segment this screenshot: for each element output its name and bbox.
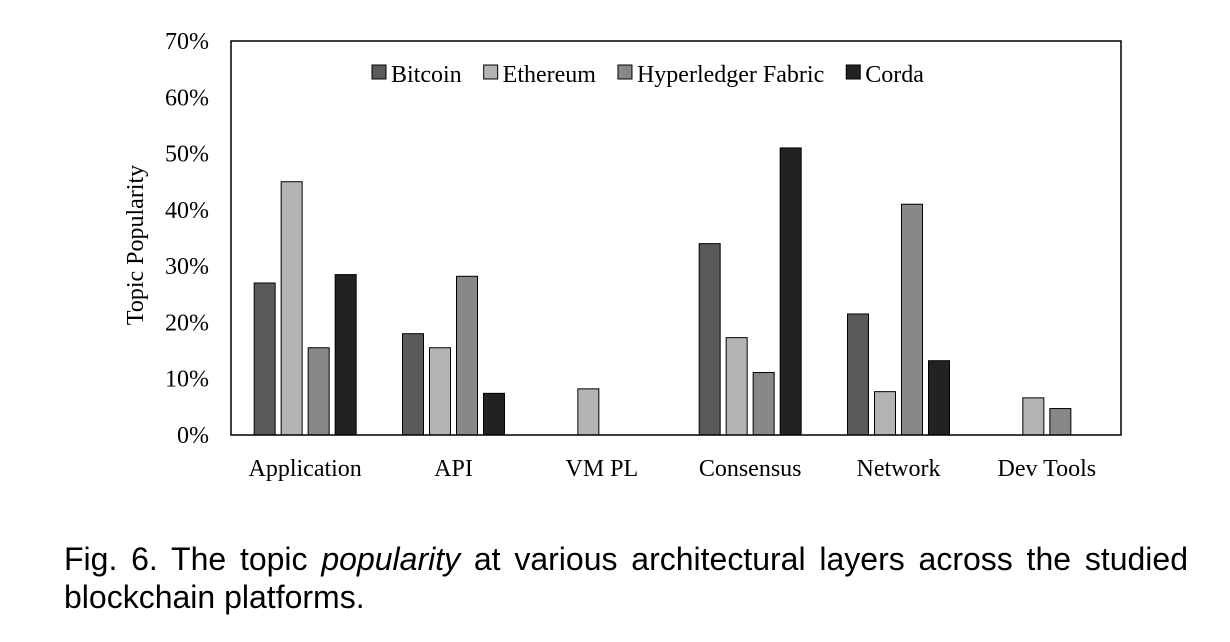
bar [928,360,950,436]
y-axis-title: Topic Popularity [123,165,149,325]
bar [483,392,505,436]
bar [901,203,923,436]
x-tick-label: API [434,456,473,482]
y-tick-label: 10% [165,367,209,393]
legend-label: Ethereum [503,62,597,88]
legend-swatch [371,64,387,80]
y-tick-label: 40% [165,198,209,224]
y-tick-label: 60% [165,85,209,111]
bar [280,181,303,436]
caption-prefix: Fig. 6. The topic [64,541,322,577]
legend-label: Corda [865,62,924,88]
bar [1022,397,1045,436]
x-axis-labels: Application API VM PL Consensus Network Dev T… [249,456,1097,482]
bar [725,337,748,436]
x-tick-label: Application [249,456,362,482]
bar [402,333,424,436]
x-tick-label: VM PL [565,456,638,482]
legend: Bitcoin Ethereum Hyperledger Fabric Corda [371,62,924,88]
bar-chart: 0% 10% 20% 30% 40% 50% 60% 70% Bitcoin Ethereum H… [123,29,1122,482]
bar [779,147,802,436]
figure-caption: Fig. 6. The topic popularity at various … [64,540,1188,616]
bar [752,372,775,436]
bars [253,147,1072,436]
x-tick-label: Dev Tools [998,456,1097,482]
bar [847,313,869,436]
x-tick-label: Consensus [699,456,802,482]
bar [429,347,451,436]
bar [577,388,600,436]
y-tick-label: 70% [165,29,209,55]
x-tick-label: Network [857,456,941,482]
plot-frame [230,40,1122,436]
legend-swatch [483,64,499,80]
y-tick-label: 50% [165,142,209,168]
caption-suffix: at various architectural layers across t… [64,541,1189,615]
bar [253,282,276,436]
legend-swatch [845,64,861,80]
bar [456,275,478,436]
bar [874,391,896,436]
y-axis-ticks: 0% 10% 20% 30% 40% 50% 60% 70% [165,29,209,449]
legend-swatch [617,64,633,80]
bar [334,274,357,436]
caption-emphasis: popularity [321,541,461,577]
bar [307,347,330,436]
legend-label: Bitcoin [391,62,462,88]
bar [1049,408,1072,436]
y-tick-label: 20% [165,310,209,336]
y-tick-label: 30% [165,254,209,280]
y-tick-label: 0% [177,423,209,449]
bar [698,243,721,436]
legend-label: Hyperledger Fabric [637,62,824,88]
